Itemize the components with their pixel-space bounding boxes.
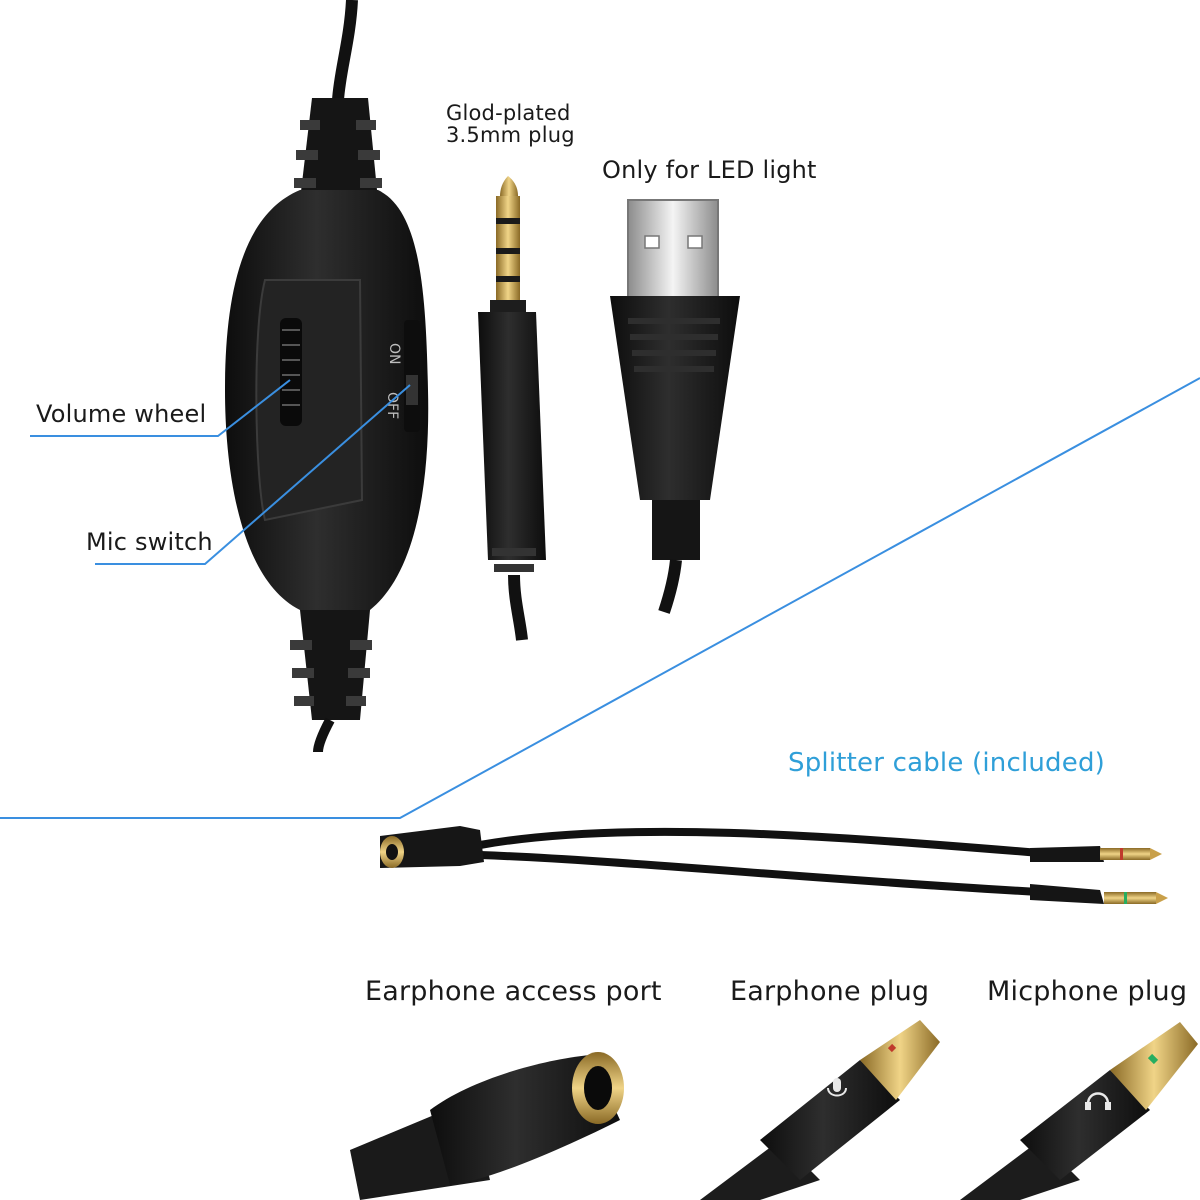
splitter-label: Splitter cable (included) bbox=[788, 748, 1105, 778]
usb-label: Only for LED light bbox=[602, 156, 817, 184]
usb-plug bbox=[610, 199, 740, 614]
inline-remote: ON OFF bbox=[225, 0, 429, 753]
earphone-plug-closeup bbox=[700, 1020, 940, 1200]
mic-plug-label: Micphone plug bbox=[987, 976, 1188, 1007]
earphone-port-closeup bbox=[350, 1052, 624, 1200]
plug-label-line2: 3.5mm plug bbox=[446, 123, 575, 147]
headphone-icon bbox=[1085, 1092, 1111, 1110]
switch-off-text: OFF bbox=[384, 392, 400, 419]
callout-lines bbox=[0, 377, 1200, 819]
plug-35mm bbox=[478, 176, 546, 641]
plug-label-line1: Glod-plated bbox=[446, 101, 571, 125]
earphone-plug-label: Earphone plug bbox=[730, 976, 930, 1007]
splitter-cable bbox=[380, 826, 1168, 904]
mic-plug-closeup bbox=[960, 1022, 1198, 1200]
mic-switch-label: Mic switch bbox=[86, 528, 213, 556]
volume-wheel bbox=[280, 318, 302, 426]
switch-on-text: ON bbox=[386, 343, 402, 365]
plug-label: Glod-plated 3.5mm plug bbox=[446, 102, 575, 146]
volume-wheel-label: Volume wheel bbox=[36, 400, 207, 428]
earphone-port-label: Earphone access port bbox=[365, 976, 662, 1007]
microphone-icon bbox=[827, 1078, 847, 1097]
